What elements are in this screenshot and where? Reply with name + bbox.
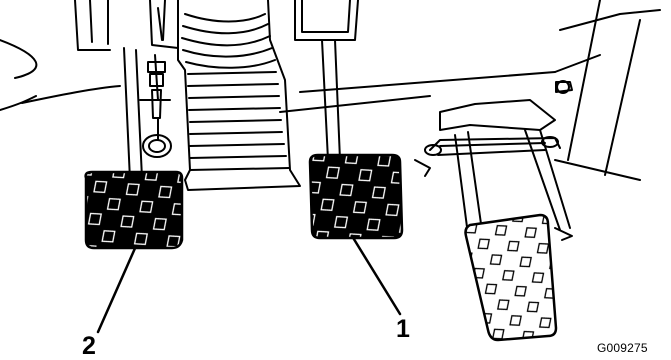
leader-line-1 <box>352 236 400 314</box>
leader-line-2 <box>98 246 136 332</box>
accelerator-pedal-pad <box>466 215 557 340</box>
pedal-pad-1 <box>310 155 402 238</box>
callout-label-1: 1 <box>396 317 410 342</box>
right-pedal-linkage <box>295 0 358 160</box>
bellows-boot <box>178 0 300 190</box>
callout-label-2: 2 <box>82 334 96 359</box>
figure-id: G009275 <box>597 341 648 355</box>
floor-panel <box>0 0 660 180</box>
pedal-pad-2 <box>86 172 182 248</box>
